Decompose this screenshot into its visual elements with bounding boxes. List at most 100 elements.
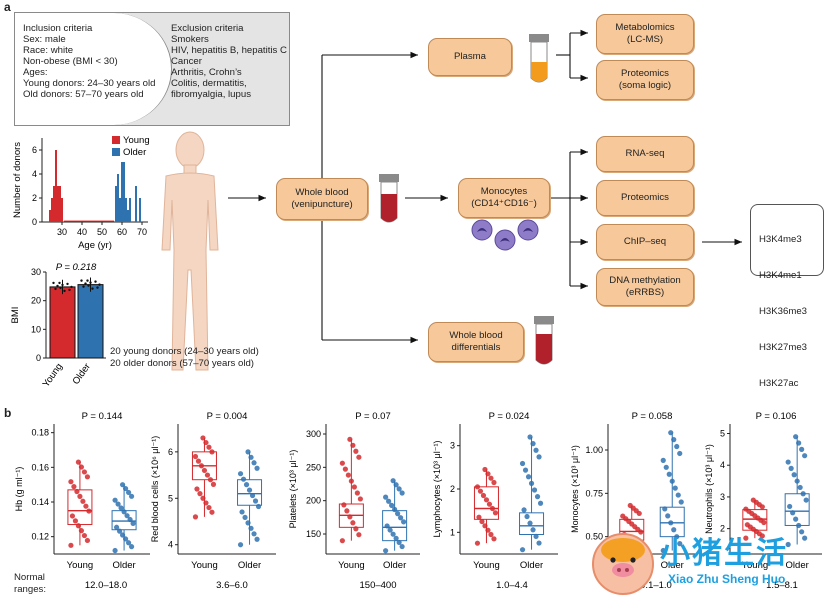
data-point	[796, 440, 802, 446]
workflow-arrows	[228, 29, 742, 344]
bmi-point	[56, 284, 59, 288]
proteomics-soma-node: Proteomics (soma logic)	[596, 60, 694, 100]
data-point	[74, 488, 80, 495]
data-point	[122, 485, 129, 492]
data-point	[389, 502, 395, 508]
x-tick-label: Young	[67, 560, 94, 571]
y-tick-label: 20	[31, 296, 41, 306]
data-point	[480, 492, 487, 499]
data-point	[533, 533, 539, 540]
data-point	[251, 531, 257, 537]
human-body-illustration	[161, 131, 219, 371]
legend-swatch	[112, 136, 120, 144]
p-value: P = 0.07	[355, 411, 390, 422]
data-point	[252, 498, 259, 504]
donor-note-older: 20 older donors (57–70 years old)	[110, 358, 254, 369]
p-value: P = 0.144	[82, 411, 123, 422]
data-point	[122, 536, 129, 542]
histogram-bar	[49, 210, 51, 222]
normal-ranges-label: Normal ranges:	[14, 572, 46, 595]
data-point	[112, 547, 118, 554]
data-point	[797, 484, 803, 491]
data-point	[383, 548, 389, 554]
data-point	[536, 540, 542, 546]
data-point	[393, 482, 399, 488]
bmi-point	[52, 281, 55, 285]
x-tick-label: 60	[117, 227, 127, 237]
data-point	[84, 537, 91, 544]
data-point	[347, 514, 353, 520]
exclusion-criteria-title: Exclusion criteria	[171, 23, 244, 34]
rna-seq-label: RNA-seq	[625, 148, 665, 159]
x-tick-label: 50	[97, 227, 107, 237]
data-point	[116, 528, 123, 534]
y-tick-label: 1	[450, 527, 455, 537]
y-tick-label: 200	[306, 496, 321, 506]
data-point	[203, 439, 209, 446]
data-point	[802, 453, 808, 459]
data-point	[534, 494, 541, 500]
x-tick-label: Young	[742, 560, 769, 571]
data-point	[69, 513, 76, 519]
data-point	[482, 523, 488, 529]
data-point	[77, 493, 83, 499]
data-point	[130, 520, 136, 527]
box	[659, 506, 685, 538]
data-point	[200, 495, 206, 501]
data-point	[71, 484, 77, 490]
panel-a-letter: a	[4, 0, 11, 14]
y-axis-label: Number of donors	[12, 142, 23, 218]
data-point	[489, 505, 496, 512]
data-point	[237, 471, 244, 477]
data-point	[519, 547, 526, 553]
data-point	[527, 434, 533, 440]
data-point	[395, 511, 401, 517]
data-point	[383, 494, 389, 500]
whole-blood-label: Whole blood (venipuncture)	[291, 187, 353, 210]
data-point	[115, 501, 121, 507]
data-point	[482, 466, 488, 473]
data-point	[80, 498, 86, 504]
exclusion-line: HIV, hepatitis B, hepatitis C	[171, 45, 287, 56]
data-point	[239, 509, 245, 515]
chip-seq-node: ChIP–seq	[596, 224, 694, 260]
bmi-point	[80, 279, 83, 282]
data-point	[668, 520, 674, 526]
data-point	[68, 542, 74, 548]
data-point	[800, 491, 806, 497]
bmi-point	[94, 280, 97, 283]
data-point	[84, 474, 91, 480]
x-tick-label: 70	[137, 227, 147, 237]
y-tick-label: 4	[720, 460, 725, 470]
data-point	[678, 499, 684, 505]
data-point	[537, 500, 544, 506]
data-point	[192, 514, 199, 520]
data-point	[206, 444, 212, 450]
p-value: P = 0.106	[756, 411, 797, 422]
pig-mascot-logo	[592, 533, 654, 595]
inclusion-criteria-title: Inclusion criteria	[23, 23, 93, 34]
x-tick-label: Older	[786, 560, 809, 571]
data-point	[350, 442, 356, 448]
data-point	[353, 526, 359, 532]
data-point	[668, 430, 674, 436]
bmi-point	[68, 288, 71, 292]
whole-blood-node: Whole blood (venipuncture)	[276, 178, 368, 220]
data-point	[255, 503, 262, 510]
normal-range-value: 1.0–4.4	[496, 580, 528, 591]
normal-range-value: 1.5–8.1	[766, 580, 798, 591]
data-point	[354, 490, 360, 496]
whole-blood-tube-icon	[379, 174, 399, 223]
data-point	[530, 441, 536, 447]
normal-range-value: 12.0–18.0	[85, 580, 127, 591]
data-point	[348, 478, 354, 484]
data-point	[197, 491, 203, 497]
data-point	[243, 482, 250, 488]
data-point	[118, 505, 124, 511]
data-point	[479, 518, 485, 525]
legend-label: Older	[123, 147, 146, 158]
data-point	[524, 513, 530, 520]
